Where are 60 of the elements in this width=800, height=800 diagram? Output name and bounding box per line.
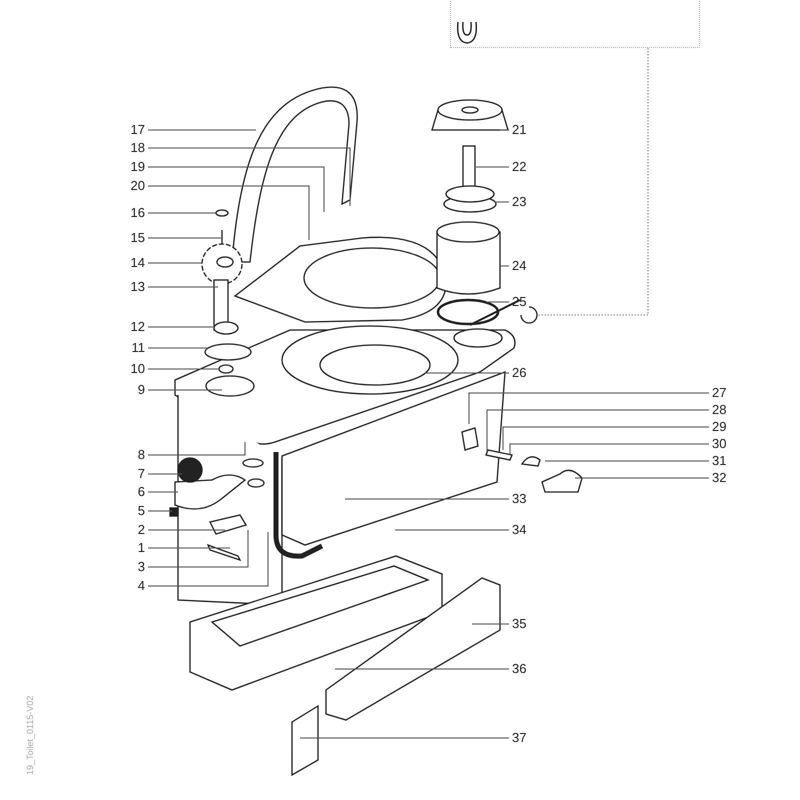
callout-number: 27	[712, 385, 736, 401]
leader-line	[148, 510, 172, 512]
callout-number: 2	[121, 522, 145, 538]
callout-number: 3	[121, 559, 145, 575]
leader-line	[544, 460, 710, 462]
callout-number: 5	[121, 503, 145, 519]
callout-number: 1	[121, 540, 145, 556]
callout-number: 15	[121, 230, 145, 246]
callout-number: 33	[512, 491, 536, 507]
callout-number: 24	[512, 258, 536, 274]
leader-line	[148, 368, 220, 370]
leader-line	[148, 148, 350, 206]
callout-number: 9	[121, 382, 145, 398]
leader-line	[334, 668, 510, 670]
callout-number: 21	[512, 122, 536, 138]
dotted-connector	[538, 48, 649, 316]
callout-number: 37	[512, 730, 536, 746]
callout-number: 19	[121, 159, 145, 175]
callout-number: 26	[512, 365, 536, 381]
callout-number: 6	[121, 484, 145, 500]
callout-number: 16	[121, 205, 145, 221]
leader-line	[468, 392, 710, 424]
leader-line	[148, 262, 202, 264]
callout-number: 4	[121, 578, 145, 594]
callout-number: 10	[121, 361, 145, 377]
leader-line	[148, 530, 248, 568]
callout-number: 14	[121, 255, 145, 271]
leader-line	[510, 444, 710, 456]
leader-line	[148, 532, 268, 586]
callout-number: 11	[121, 340, 145, 356]
leader-line	[148, 286, 218, 288]
callout-number: 7	[121, 466, 145, 482]
leader-line	[148, 166, 324, 212]
callout-number: 28	[712, 402, 736, 418]
callout-number: 36	[512, 661, 536, 677]
leader-line	[424, 372, 510, 374]
callout-number: 35	[512, 616, 536, 632]
callout-number: 29	[712, 419, 736, 435]
callout-number: 18	[121, 140, 145, 156]
callout-number: 32	[712, 470, 736, 486]
leader-line	[148, 442, 246, 456]
callout-number: 30	[712, 436, 736, 452]
leader-line	[476, 166, 510, 168]
callout-number: 13	[121, 279, 145, 295]
callout-number: 31	[712, 453, 736, 469]
callout-number: 23	[512, 194, 536, 210]
leader-line	[502, 426, 710, 450]
leader-line	[148, 212, 216, 214]
detail-inset-frame	[450, 0, 700, 48]
document-code: 19_Toilet_0115-V02	[25, 694, 35, 775]
leader-line	[148, 326, 214, 328]
callout-number: 12	[121, 319, 145, 335]
leader-line	[344, 498, 510, 500]
callout-number: 22	[512, 159, 536, 175]
callout-number: 8	[121, 447, 145, 463]
callout-number: 17	[121, 122, 145, 138]
callout-number: 34	[512, 522, 536, 538]
leader-line	[486, 410, 710, 452]
callout-number: 20	[121, 178, 145, 194]
leader-line	[148, 186, 310, 240]
